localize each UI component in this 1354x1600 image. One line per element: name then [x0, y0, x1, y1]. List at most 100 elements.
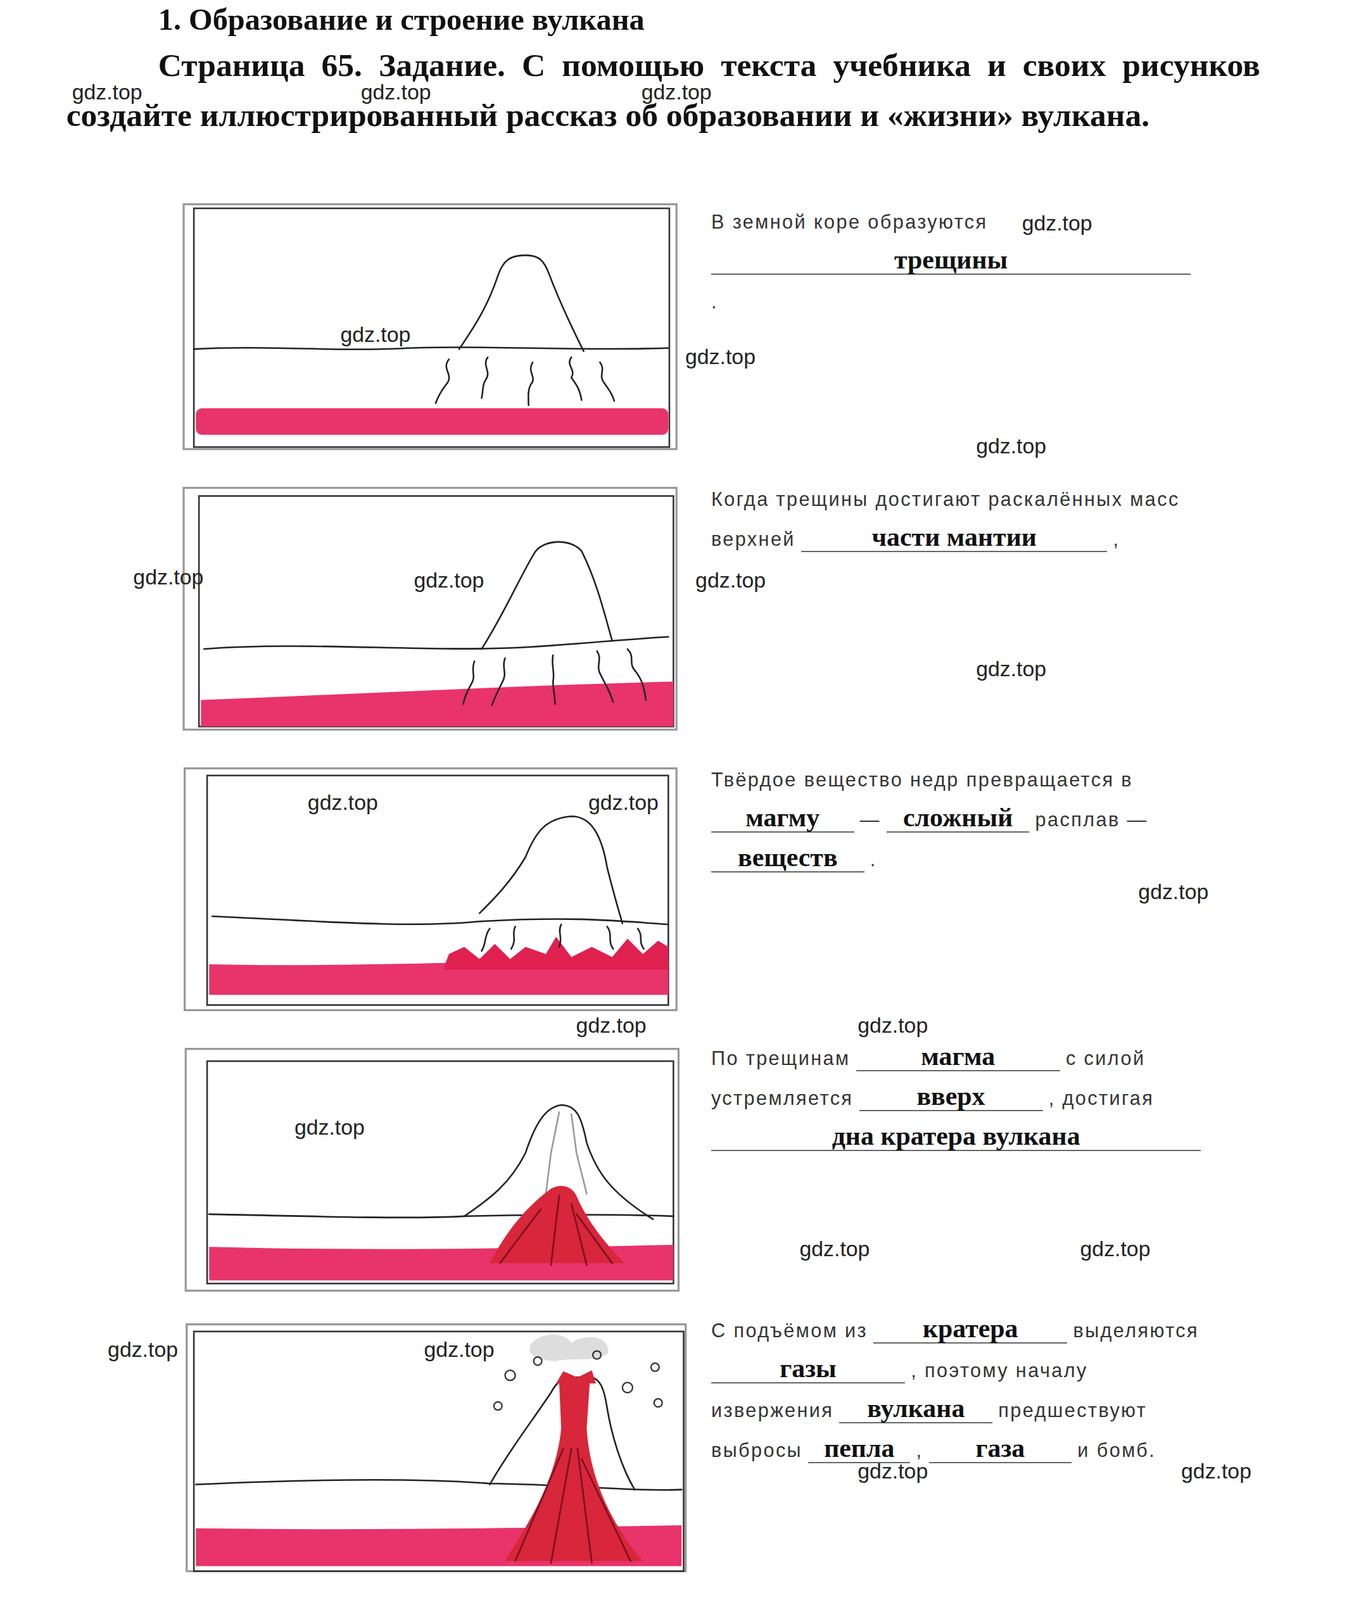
- story-text: По трещинаммагмас силой устремляетсяввер…: [711, 1038, 1208, 1158]
- printed-text: С подъёмом из: [711, 1319, 868, 1342]
- bomb: [592, 1351, 602, 1360]
- magma-channel: [499, 1196, 612, 1266]
- watermark: gdz.top: [975, 656, 1047, 682]
- magma-conduit: [505, 1382, 644, 1562]
- crack: [599, 362, 615, 401]
- crack: [637, 929, 645, 950]
- bomb: [651, 1363, 660, 1372]
- story-text: В земной коре образуются трещины.: [711, 202, 1208, 322]
- frame: [193, 208, 670, 448]
- watermark: gdz.top: [641, 79, 712, 105]
- crack: [559, 924, 562, 947]
- filled-answer: газа: [929, 1434, 1073, 1464]
- printed-text: и бомб.: [1077, 1439, 1156, 1462]
- printed-text: выделяются: [1072, 1319, 1199, 1342]
- crater-lava: [556, 1370, 596, 1384]
- watermark: gdz.top: [360, 79, 432, 105]
- filled-answer: дна кратера вулкана: [711, 1122, 1201, 1152]
- crack: [569, 357, 582, 401]
- volcano-outline: [479, 816, 623, 924]
- filled-answer: магма: [856, 1042, 1061, 1072]
- ground-line: [195, 1480, 682, 1491]
- frame: [184, 768, 677, 1011]
- watermark: gdz.top: [1181, 1459, 1252, 1484]
- frame: [183, 487, 677, 730]
- watermark: gdz.top: [588, 790, 659, 816]
- watermark: gdz.top: [413, 568, 484, 593]
- printed-text: Твёрдое вещество недр превращается в: [711, 768, 1133, 791]
- watermark: gdz.top: [424, 1337, 495, 1363]
- ground-line: [212, 916, 669, 925]
- printed-text: По трещинам: [711, 1047, 850, 1070]
- printed-text: .: [711, 290, 719, 313]
- crack: [552, 655, 555, 705]
- filled-answer: вулкана: [839, 1394, 993, 1424]
- volcano-outline: [481, 542, 612, 650]
- mantle-band: [200, 682, 674, 728]
- bomb: [493, 1402, 503, 1411]
- watermark: gdz.top: [576, 1013, 647, 1038]
- panel-5: [186, 1324, 686, 1572]
- crack: [597, 651, 614, 703]
- printed-text: расплав —: [1035, 808, 1149, 831]
- frame: [186, 1324, 686, 1572]
- watermark: gdz.top: [857, 1013, 928, 1038]
- crack: [607, 926, 614, 949]
- mantle-band: [195, 408, 669, 436]
- crack: [528, 362, 533, 406]
- frame: [207, 775, 669, 1006]
- watermark: gdz.top: [857, 1459, 928, 1484]
- ground-line: [193, 347, 669, 349]
- watermark: gdz.top: [799, 1236, 870, 1262]
- watermark: gdz.top: [294, 1115, 365, 1140]
- story-text: Твёрдое вещество недр превращается в магм…: [711, 759, 1208, 880]
- frame: [198, 495, 674, 727]
- frame: [183, 204, 677, 450]
- story-text: С подъёмом изкратеравыделяютсягазы, поэт…: [711, 1310, 1208, 1470]
- filled-answer: части мантии: [801, 523, 1108, 553]
- volcano-outline: [459, 255, 584, 351]
- bomb: [654, 1398, 663, 1408]
- crack: [511, 926, 515, 949]
- watermark: gdz.top: [685, 344, 756, 370]
- frame: [207, 1061, 674, 1284]
- crack: [435, 359, 450, 403]
- ground-line: [208, 1214, 674, 1218]
- crack: [492, 658, 506, 706]
- frame: [193, 1331, 684, 1572]
- bomb: [533, 1357, 543, 1366]
- crack: [462, 661, 475, 705]
- watermark: gdz.top: [132, 564, 204, 590]
- panel-2: [183, 487, 677, 730]
- smoke: [529, 1335, 608, 1362]
- bomb: [622, 1382, 633, 1393]
- watermark: gdz.top: [1138, 879, 1209, 905]
- panel-1: [183, 204, 677, 450]
- crack: [481, 929, 490, 952]
- melting-rock: [443, 936, 669, 970]
- printed-text: ,: [916, 1439, 924, 1462]
- watermark: gdz.top: [107, 1337, 178, 1363]
- ground-line: [203, 637, 669, 650]
- printed-text: В земной коре образуются: [711, 210, 988, 233]
- filled-answer: магму: [711, 803, 855, 833]
- watermark: gdz.top: [695, 568, 766, 593]
- frame: [185, 1049, 679, 1292]
- crack: [627, 649, 646, 701]
- crack: [481, 357, 488, 398]
- panel-4: [185, 1049, 679, 1292]
- bomb: [505, 1370, 516, 1381]
- filled-answer: кратера: [873, 1314, 1068, 1344]
- watermark: gdz.top: [1080, 1236, 1151, 1262]
- filled-answer: веществ: [711, 843, 865, 873]
- watermark: gdz.top: [975, 433, 1047, 459]
- magma-channel: [515, 1448, 631, 1563]
- printed-text: ,: [1113, 528, 1121, 550]
- printed-text: —: [860, 808, 881, 831]
- story-text: Когда трещины достигают раскалённых масс…: [711, 479, 1208, 560]
- filled-answer: трещины: [711, 245, 1191, 275]
- watermark: gdz.top: [340, 322, 411, 348]
- panel-3: [184, 768, 677, 1011]
- vent: [545, 1112, 587, 1195]
